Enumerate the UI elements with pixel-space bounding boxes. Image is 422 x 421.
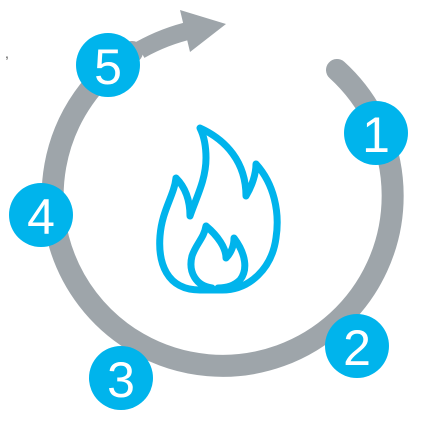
step-label-4: 4 bbox=[27, 189, 55, 245]
step-label-2: 2 bbox=[343, 320, 371, 376]
step-badge-2: 2 bbox=[325, 314, 389, 378]
step-badge-1: 1 bbox=[344, 101, 408, 165]
fire-icon bbox=[156, 124, 281, 294]
cycle-ring bbox=[41, 41, 404, 377]
step-badge-4: 4 bbox=[9, 183, 73, 247]
step-badge-3: 3 bbox=[89, 346, 153, 410]
step-label-1: 1 bbox=[362, 107, 390, 163]
stray-mark: , bbox=[5, 45, 9, 61]
step-label-5: 5 bbox=[94, 39, 122, 95]
step-badge-5: 5 bbox=[76, 33, 140, 97]
arrow-right-icon bbox=[135, 10, 226, 58]
step-label-3: 3 bbox=[107, 352, 135, 408]
